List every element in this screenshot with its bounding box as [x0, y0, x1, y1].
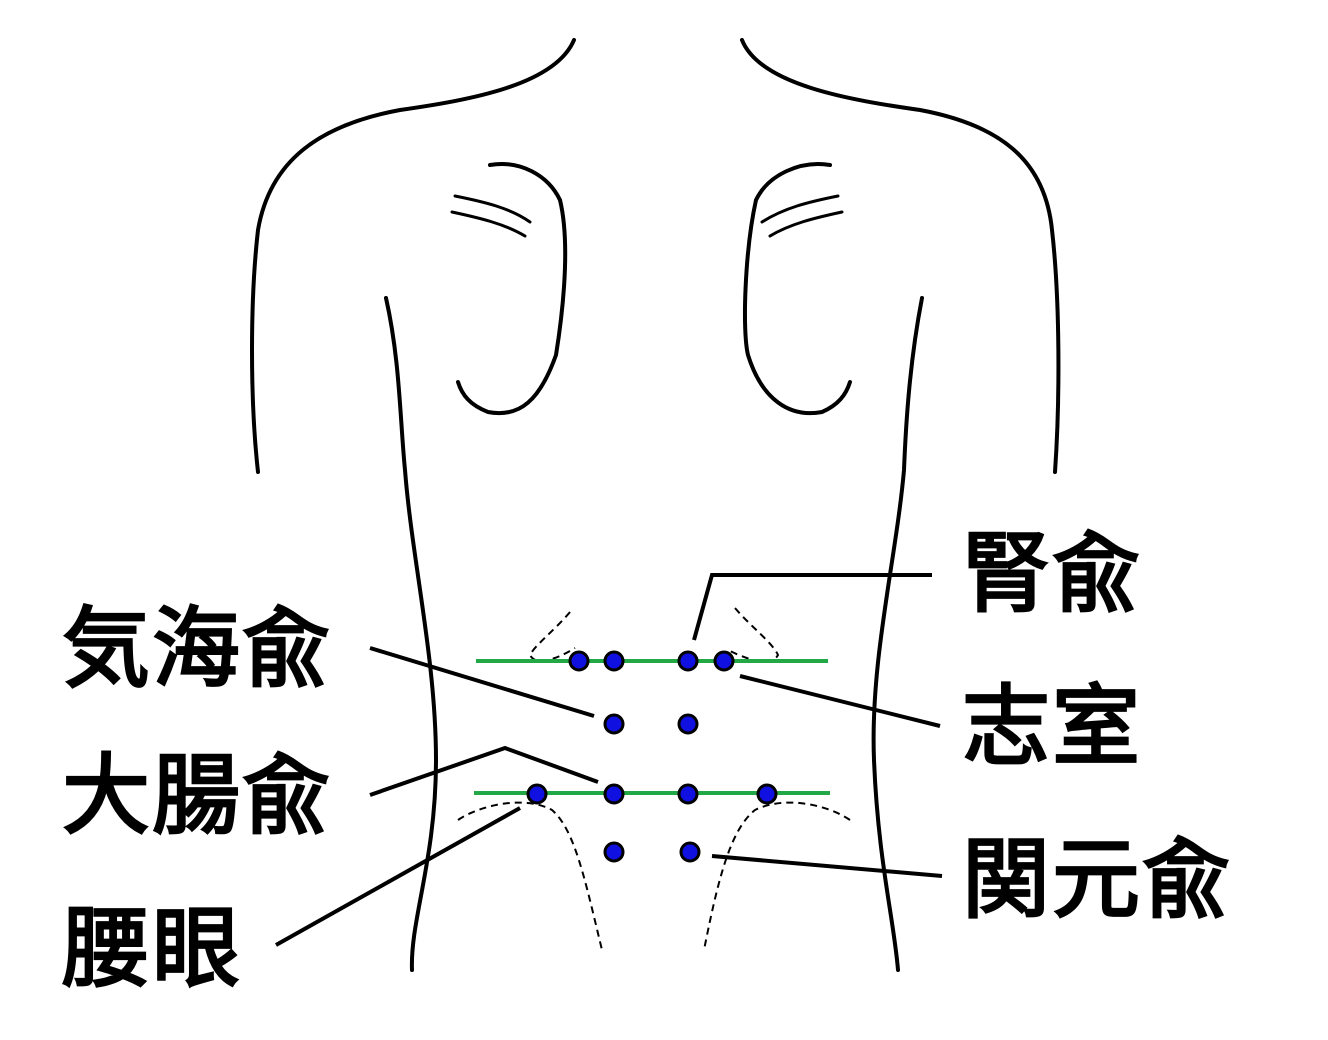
- jinyu-leader: [692, 573, 932, 641]
- label-kikaiyu: 気海兪: [62, 597, 333, 700]
- leader-lines: [275, 573, 943, 947]
- acupoint-kikaiyu-left: [603, 713, 625, 735]
- acupoint-kangenyu-right: [679, 841, 701, 863]
- acupoint-kikaiyu-right: [677, 713, 699, 735]
- left-shoulder-outline: [250, 38, 576, 474]
- label-yogan: 腰眼: [62, 897, 243, 1000]
- acupoint-daichoyu-right: [677, 783, 699, 805]
- acupoint-jinyu-right: [677, 650, 699, 672]
- label-daichoyu: 大腸兪: [62, 744, 333, 847]
- body-outline: [250, 38, 1061, 972]
- label-shishitsu: 志室: [962, 675, 1143, 778]
- right-rib-outline: [727, 607, 780, 663]
- acupoint-kangenyu-left: [603, 841, 625, 863]
- kikaiyu-leader: [369, 646, 595, 718]
- acupoint-yogan-right: [756, 783, 778, 805]
- right-iliac-outline: [703, 801, 851, 951]
- label-jinyu: 腎兪: [962, 522, 1143, 625]
- right-scapula-outline: [742, 162, 852, 416]
- acupoint-yogan-left: [526, 783, 548, 805]
- left-rib-outline: [528, 611, 576, 662]
- acupoints: [526, 650, 778, 863]
- right-waist-outline: [871, 296, 924, 972]
- shishitsu-leader: [739, 674, 941, 728]
- label-kangenyu: 関元兪: [962, 828, 1233, 931]
- right-shoulder-outline: [740, 38, 1061, 474]
- scapula-shading: [450, 194, 844, 238]
- daichoyu-leader: [369, 745, 599, 797]
- acupoint-jinyu-left: [603, 650, 625, 672]
- acupoint-shishitsu-left: [568, 650, 590, 672]
- left-scapula-outline: [456, 162, 568, 416]
- acupoint-shishitsu-right: [713, 650, 735, 672]
- acupoint-daichoyu-left: [603, 783, 625, 805]
- guide-lines: [474, 659, 830, 795]
- left-waist-outline: [384, 296, 439, 972]
- dashed-bone-outlines: [457, 607, 851, 951]
- kangenyu-leader: [711, 854, 943, 878]
- left-iliac-outline: [457, 801, 603, 951]
- yogan-leader: [275, 806, 521, 947]
